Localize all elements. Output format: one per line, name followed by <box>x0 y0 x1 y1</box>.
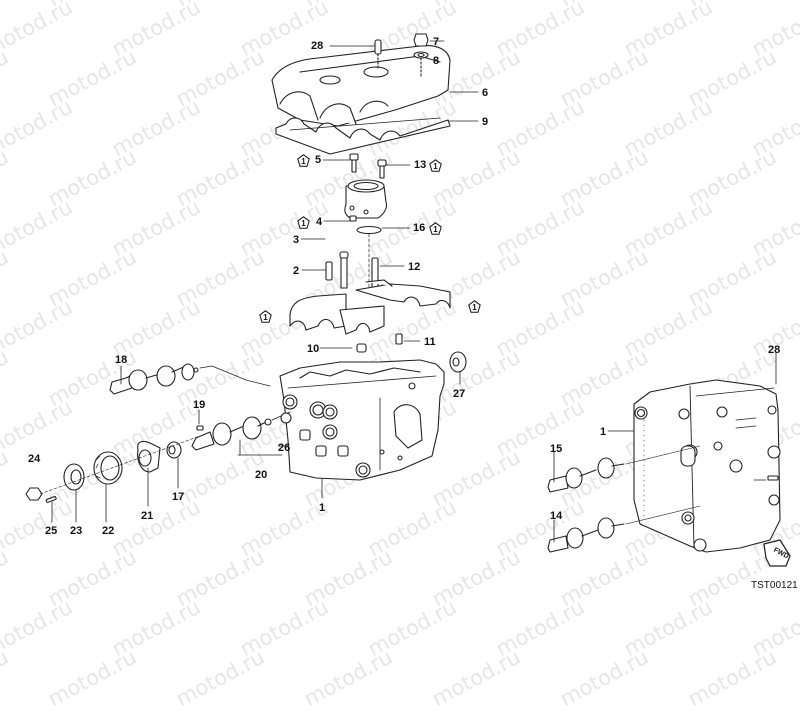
callout-1: 1 <box>600 426 607 438</box>
note-symbol-icon: 1 <box>429 159 442 172</box>
callout-12: 12 <box>408 261 421 273</box>
watermark-text: motod.ru <box>684 644 781 711</box>
watermark-text: motod.ru <box>0 644 13 711</box>
note-symbol-icon: 1 <box>297 216 310 229</box>
callout-16: 16 <box>413 222 426 234</box>
svg-text:1: 1 <box>301 157 306 166</box>
water-outlet-housing <box>344 179 388 291</box>
leader-lines-right <box>553 351 777 543</box>
callout-19: 19 <box>193 399 206 411</box>
drawing-code: TST00121 <box>751 580 798 591</box>
svg-text:1: 1 <box>263 313 268 322</box>
watermark-text: motod.ru <box>300 644 397 711</box>
note-symbol-icon: 1 <box>429 222 442 235</box>
callout-14: 14 <box>550 510 563 522</box>
callout-26: 26 <box>278 442 291 454</box>
stud-2-bolt-12 <box>325 251 379 291</box>
note-symbol-icon: 1 <box>259 310 272 323</box>
camshaft-14 <box>547 505 701 553</box>
svg-text:1: 1 <box>433 225 438 234</box>
watermark-text: motod.ru <box>172 644 269 711</box>
fwd-arrow-icon <box>763 539 791 567</box>
callout-23: 23 <box>70 525 83 537</box>
note-symbol-icon: 1 <box>297 154 310 167</box>
watermark-text: motod.ru <box>108 594 205 662</box>
callout-5: 5 <box>315 154 322 166</box>
callout-9: 9 <box>482 116 489 128</box>
sprocket-assembly <box>25 435 201 503</box>
callout-21: 21 <box>141 510 154 522</box>
watermark-text: motod.ru <box>236 594 333 662</box>
callout-3: 3 <box>293 234 300 246</box>
watermark-text: motod.ru <box>620 594 717 662</box>
watermark-text: motod.ru <box>748 594 800 662</box>
callout-7: 7 <box>433 36 440 48</box>
bearing-caps <box>289 279 451 335</box>
seal-27 <box>449 351 467 373</box>
valve-cover-gasket <box>275 117 451 155</box>
svg-text:1: 1 <box>301 219 306 228</box>
callout-27: 27 <box>453 388 466 400</box>
watermark-text: motod.ru <box>364 594 461 662</box>
cap-nut-7 <box>413 33 429 77</box>
note-symbol-icon: 1 <box>468 300 481 313</box>
callout-1: 1 <box>319 502 326 514</box>
watermark-text: motod.ru <box>556 644 653 711</box>
callout-28: 28 <box>768 344 781 356</box>
callout-22: 22 <box>102 525 115 537</box>
stud-28 <box>374 39 382 71</box>
callout-6: 6 <box>482 87 489 99</box>
callout-28: 28 <box>311 40 324 52</box>
callout-2: 2 <box>293 265 300 277</box>
callout-25: 25 <box>45 525 58 537</box>
camshaft-18 <box>109 363 271 395</box>
camshaft-15 <box>547 445 701 493</box>
dowels-10-11 <box>356 333 403 353</box>
diagram-drawing <box>25 33 791 567</box>
callout-13: 13 <box>414 159 427 171</box>
watermark-text: motod.ru <box>428 644 525 711</box>
callout-18: 18 <box>115 354 128 366</box>
svg-text:1: 1 <box>472 303 477 312</box>
callout-20: 20 <box>255 469 268 481</box>
watermark-text: motod.ru <box>0 594 77 662</box>
cylinder-head-side-view <box>633 379 781 553</box>
callout-17: 17 <box>172 491 185 503</box>
callout-24: 24 <box>28 453 41 465</box>
svg-text:1: 1 <box>433 162 438 171</box>
watermark-text: motod.ru <box>492 594 589 662</box>
callout-8: 8 <box>433 55 440 67</box>
leader-lines <box>237 40 479 499</box>
cylinder-head-main <box>279 359 445 481</box>
watermark-text: motod.ru <box>44 644 141 711</box>
callout-4: 4 <box>316 216 323 228</box>
callout-10: 10 <box>307 343 320 355</box>
bolts-5-13 <box>349 153 387 179</box>
callout-15: 15 <box>550 443 563 455</box>
leader-lines-left <box>51 365 200 523</box>
callout-11: 11 <box>424 336 436 348</box>
camshaft-20 <box>191 411 292 451</box>
